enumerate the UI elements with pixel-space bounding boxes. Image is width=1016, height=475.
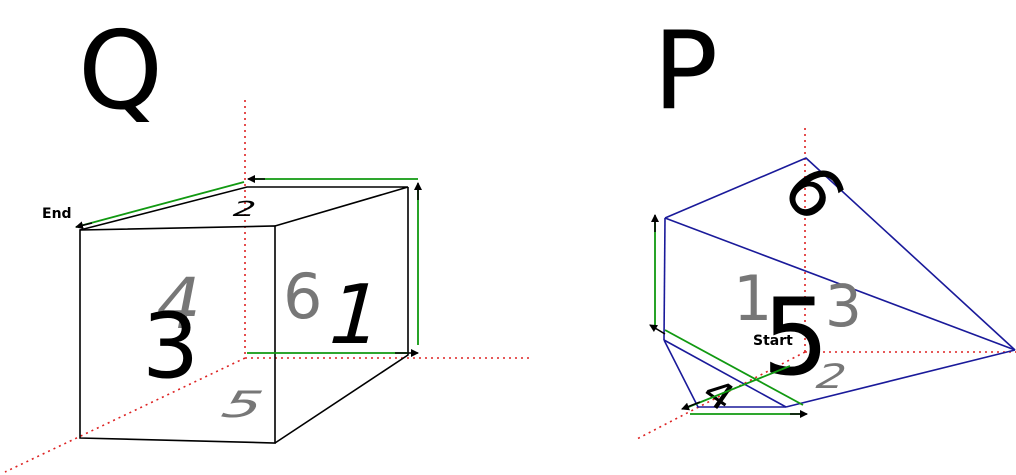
face-label-top: 6 [766,150,861,236]
axes-p [634,128,1016,441]
face-label-left-hidden: 4 [156,263,201,345]
axes-q [4,100,530,473]
end-label: End [42,206,72,222]
face-label-front: 5 [762,276,829,399]
path-p [654,220,804,415]
figure-p: P 1 3 5 6 2 4 [634,9,1016,441]
face-label-front: 3 [142,294,199,399]
figure-q: Q 6 4 3 1 2 5 [4,9,530,473]
figure-q-title: Q [78,9,163,134]
cube-edges [79,186,409,444]
face-label-bottom-hidden: 5 [211,383,275,425]
tetra-edges [663,157,1016,408]
path-q-arrows [75,175,422,357]
face-label-back: 6 [283,260,322,333]
face-label-top: 2 [228,198,261,222]
figure-p-title: P [653,9,718,134]
face-label-right-hidden: 3 [825,272,862,340]
face-label-right: 1 [317,267,393,363]
path-p-arrows [649,214,808,418]
face-label-left-hidden: 1 [733,262,772,335]
path-q [75,178,419,354]
start-label: Start [753,333,793,349]
